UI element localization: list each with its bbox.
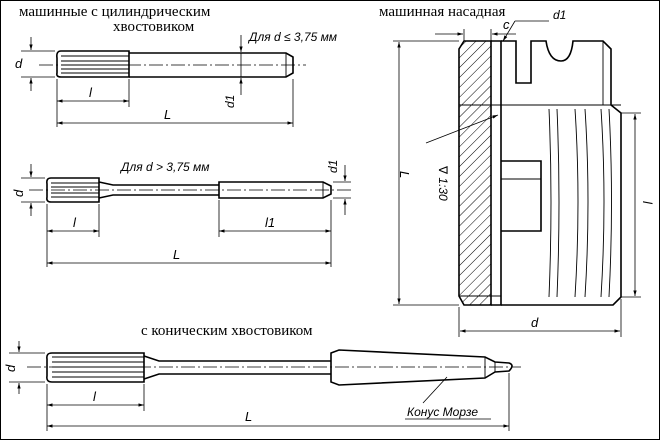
label-l-3: l: [93, 389, 97, 404]
label-l-shell: l: [640, 201, 655, 205]
label-l-2: l: [73, 215, 77, 230]
note-small-d: Для d ≤ 3,75 мм: [247, 30, 337, 44]
label-L-2: L: [173, 247, 180, 262]
label-d-2: d: [11, 189, 26, 197]
heading-cylindrical-cont: хвостовиком: [113, 19, 195, 35]
label-d1-shell: d1: [553, 8, 566, 22]
label-c: c: [503, 17, 510, 32]
shell-reamer: [393, 20, 641, 337]
label-d1-1: d1: [223, 95, 237, 108]
label-L-shell: L: [397, 171, 412, 178]
label-d-1: d: [15, 56, 23, 71]
label-L-1: L: [164, 107, 171, 122]
reamer-large-cylindrical: [21, 164, 351, 267]
note-morse-taper: Конус Морзе: [407, 405, 478, 419]
reamer-small-cylindrical: [21, 35, 306, 127]
label-d-3: d: [3, 364, 18, 372]
heading-shell-reamer: машинная насадная: [379, 4, 505, 20]
heading-conical: с коническим хвостовиком: [141, 323, 313, 339]
label-d1-2: d1: [326, 160, 340, 173]
note-taper-ratio: ∇ 1:30: [436, 165, 450, 201]
reamer-morse-taper: [9, 341, 521, 431]
label-L-3: L: [245, 409, 252, 424]
heading-cylindrical: машинные с цилиндрическим: [19, 4, 211, 20]
label-l-1: l: [89, 85, 93, 100]
label-d-shell: d: [531, 315, 539, 330]
note-large-d: Для d > 3,75 мм: [119, 160, 209, 174]
label-l1: l1: [265, 215, 275, 230]
